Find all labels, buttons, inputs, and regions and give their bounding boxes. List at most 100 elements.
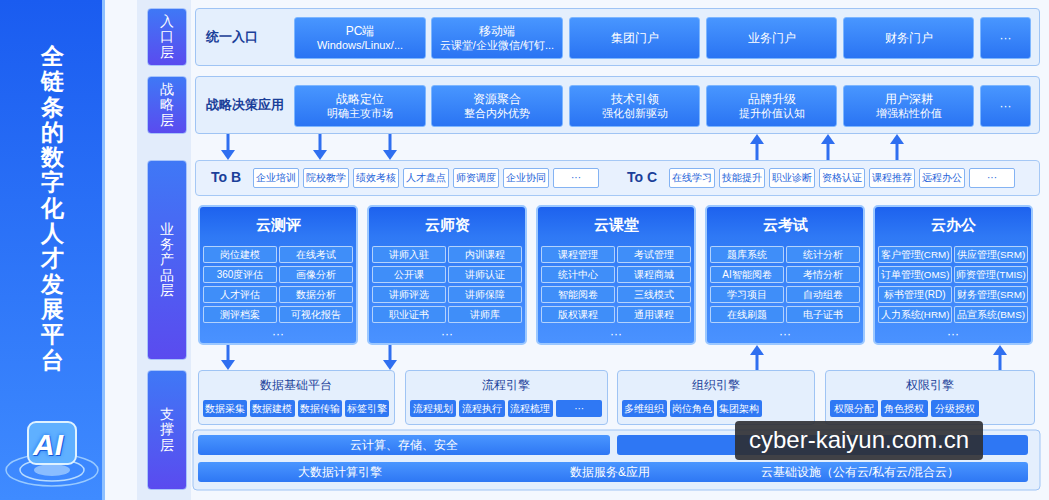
flow-arrow xyxy=(756,353,759,370)
node-text: ··· xyxy=(1000,31,1012,45)
node-text: 人才盘点 xyxy=(406,172,446,184)
feature-box: 在线刷题 xyxy=(710,306,784,323)
node-text: 订单管理(OMS) xyxy=(881,269,950,281)
entry-box: 财务门户 xyxy=(843,17,974,59)
node-text: ··· xyxy=(441,327,453,341)
node-text: 流程规划 xyxy=(413,403,453,415)
node-text: 强化创新驱动 xyxy=(602,107,668,120)
node-text: 院校教学 xyxy=(306,172,346,184)
node-text: 通用课程 xyxy=(634,309,674,321)
node-text: 在线刷题 xyxy=(727,309,767,321)
feature-box: 标书管理(RD) xyxy=(878,286,952,303)
node-text: 集团门户 xyxy=(611,31,659,45)
logo-tile xyxy=(28,422,76,464)
card-title: 云办公 xyxy=(931,216,976,234)
node-text: 数据分析 xyxy=(296,289,336,301)
node-text: 版权课程 xyxy=(558,309,598,321)
node-text: 讲师入驻 xyxy=(389,249,429,261)
node-text: 数据服务&应用 xyxy=(570,465,650,479)
node-text: 讲师认证 xyxy=(465,269,505,281)
node-text: 职业诊断 xyxy=(772,172,812,184)
layer-band: 战略定位明确主攻市场资源聚合整合内外优势技术引领强化创新驱动品牌升级提升价值认知… xyxy=(195,76,1040,134)
flow-arrow xyxy=(389,134,392,152)
node-text: 供应管理(SRM) xyxy=(957,249,1025,261)
feature-box: 人才评估 xyxy=(203,286,277,303)
node-text: 技术引领 xyxy=(611,92,659,106)
node-text: 讲师保障 xyxy=(465,289,505,301)
node-text: 明确主攻市场 xyxy=(327,107,393,120)
audience-tag: 资格认证 xyxy=(819,168,865,188)
engine-item: 标签引擎 xyxy=(345,400,389,417)
node-text: 画像分析 xyxy=(296,269,336,281)
node-text: 统计分析 xyxy=(803,249,843,261)
engine-item: 集团架构 xyxy=(717,400,762,417)
feature-box: 内训课程 xyxy=(448,246,522,263)
feature-box: 数据分析 xyxy=(279,286,353,303)
flow-arrow xyxy=(756,142,759,160)
node-text: ··· xyxy=(571,172,581,184)
audience-tag: 绩效考核 xyxy=(353,168,399,188)
node-text: AI智能阅卷 xyxy=(722,269,771,281)
entry-box: 业务门户 xyxy=(706,17,837,59)
node-text: 可视化报告 xyxy=(291,309,341,321)
node-text: 测评档案 xyxy=(220,309,260,321)
node-text: 三线模式 xyxy=(634,289,674,301)
logo-ring xyxy=(34,464,70,476)
entry-box: 品牌升级提升价值认知 xyxy=(706,85,837,127)
feature-box: 课程管理 xyxy=(541,246,615,263)
card-title: 云师资 xyxy=(425,216,470,234)
node-text: 客户管理(CRM) xyxy=(881,249,950,261)
feature-box: 测评档案 xyxy=(203,306,277,323)
node-text: 360度评估 xyxy=(217,269,264,281)
feature-box: 讲师入驻 xyxy=(372,246,446,263)
node-text: 考试管理 xyxy=(634,249,674,261)
feature-box: 在线考试 xyxy=(279,246,353,263)
node-text: ··· xyxy=(1000,99,1012,113)
node-text: 业务门户 xyxy=(748,31,796,45)
feature-box: 电子证书 xyxy=(786,306,860,323)
audience-tag: 企业培训 xyxy=(253,168,299,188)
node-text: 人才评估 xyxy=(220,289,260,301)
node-text: 流程梳理 xyxy=(510,403,550,415)
engine-item: 分级授权 xyxy=(931,400,979,417)
engine-item: 数据采集 xyxy=(203,400,247,417)
node-text: 技能提升 xyxy=(722,172,762,184)
node-text: ··· xyxy=(947,327,959,341)
node-text: 电子证书 xyxy=(803,309,843,321)
feature-box: 人力系统(HRM) xyxy=(878,306,952,323)
feature-box: 考试管理 xyxy=(617,246,691,263)
node-text: 职业证书 xyxy=(389,309,429,321)
node-text: ··· xyxy=(987,172,997,184)
node-text: 云计算、存储、安全 xyxy=(350,438,458,452)
feature-box: 版权课程 xyxy=(541,306,615,323)
audience-tag: 课程推荐 xyxy=(869,168,915,188)
feature-box: 客户管理(CRM) xyxy=(878,246,952,263)
product-card: 客户管理(CRM) 供应管理(SRM) 订单管理(OMS) 师资管理(TMIS)标书管… xyxy=(873,205,1033,345)
node-text: 集团架构 xyxy=(719,403,759,415)
layer-label: 战略层 xyxy=(147,76,187,134)
node-text: 讲师库 xyxy=(470,309,500,321)
flow-arrow xyxy=(227,345,230,362)
card-title: 云考试 xyxy=(763,216,808,234)
node-text: 流程执行 xyxy=(462,403,502,415)
node-text: 角色授权 xyxy=(884,403,924,415)
flow-arrow xyxy=(827,142,830,160)
audience-tag: 技能提升 xyxy=(719,168,765,188)
node-text: ··· xyxy=(272,327,284,341)
layer-column xyxy=(137,0,191,500)
feature-box: 师资管理(TMIS) xyxy=(954,266,1028,283)
feature-box: 可视化报告 xyxy=(279,306,353,323)
engine-item: 流程梳理 xyxy=(508,400,554,417)
feature-box: 岗位建模 xyxy=(203,246,277,263)
node-text: 题库系统 xyxy=(727,249,767,261)
product-card: 岗位建模在线考试360度评估画像分析人才评估数据分析测评档案可视化报告云测评··… xyxy=(198,205,358,345)
node-text: 数据传输 xyxy=(300,403,340,414)
node-text: 公开课 xyxy=(394,269,424,281)
layer-label: 支撑层 xyxy=(147,370,187,490)
engine-item: 流程执行 xyxy=(459,400,505,417)
infrastructure-bar: 大数据计算引擎数据服务&应用云基础设施（公有云/私有云/混合云） xyxy=(198,462,1028,482)
node-text: 移动端 xyxy=(479,24,515,38)
engine-item: ··· xyxy=(556,400,602,417)
node-text: To C xyxy=(627,169,657,186)
engine-item: 数据传输 xyxy=(298,400,342,417)
